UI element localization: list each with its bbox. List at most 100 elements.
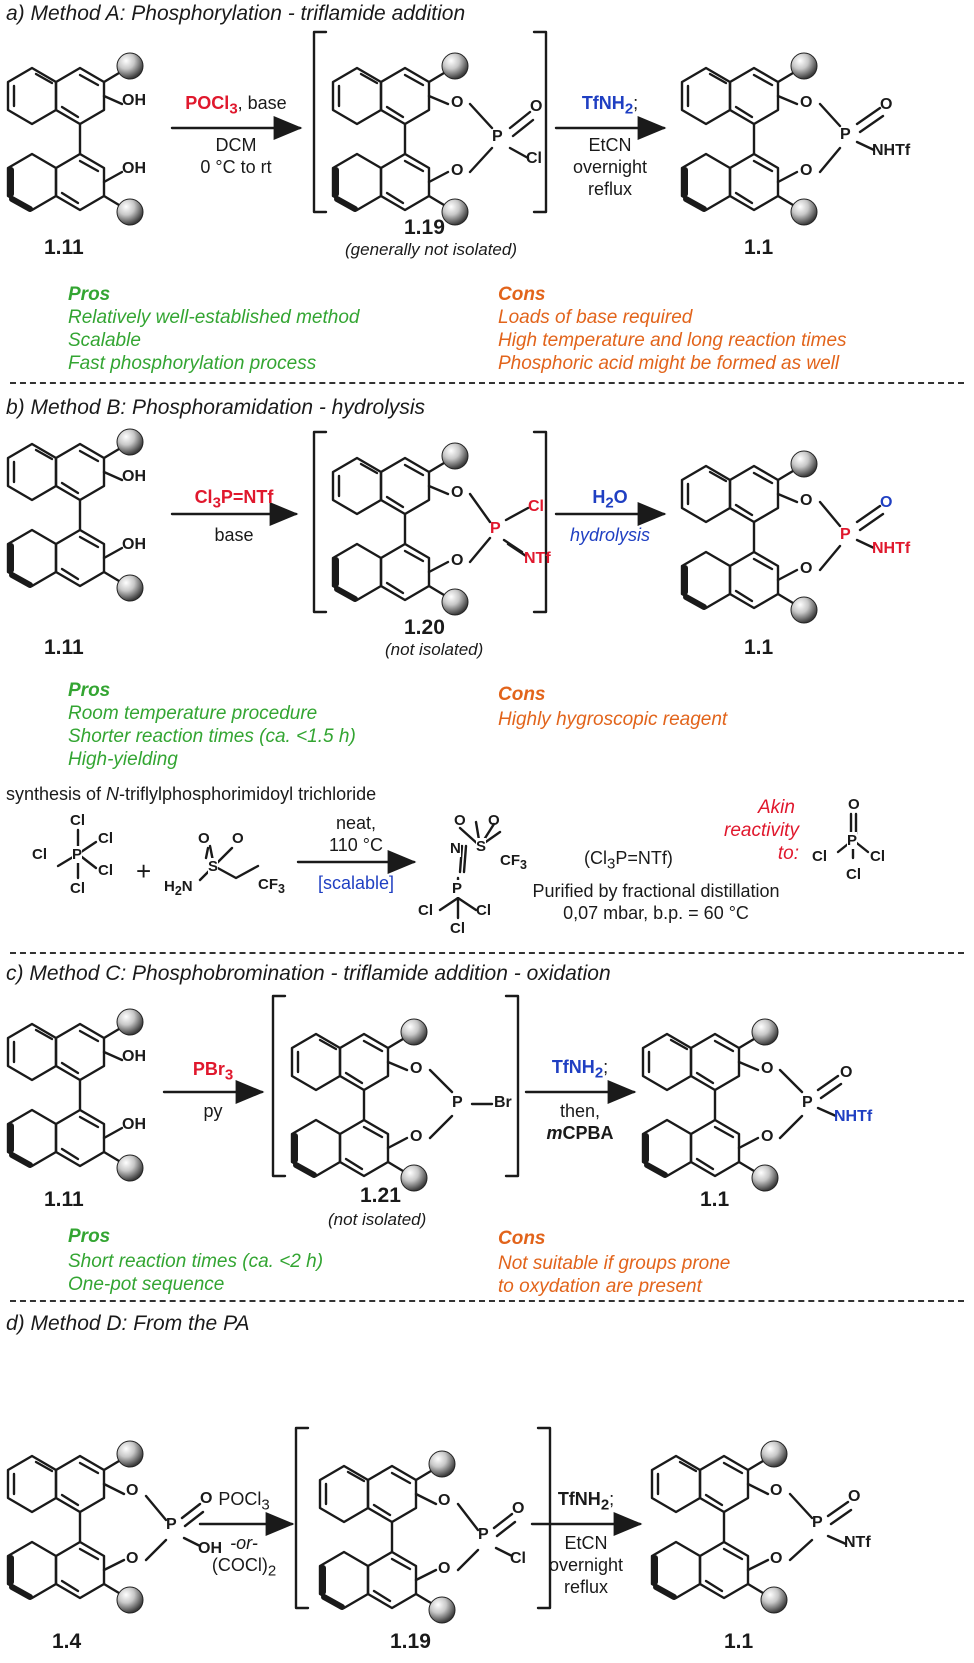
atom-cl: Cl — [870, 848, 885, 865]
compound-1-4: 1.4 — [52, 1630, 82, 1653]
compound-1-11: 1.11 — [44, 636, 84, 659]
atom-oh: OH — [122, 92, 146, 109]
atom-cl: Cl — [528, 498, 544, 515]
atom-cl: Cl — [526, 150, 542, 167]
atom-o: O — [512, 1500, 525, 1517]
pros-title: Pros — [68, 1226, 111, 1247]
compound-1-1: 1.1 — [744, 636, 774, 659]
intermediate-note: (not isolated) — [385, 640, 484, 659]
section-a-title: a) Method A: Phosphorylation - triflamid… — [6, 2, 466, 25]
intermediate-note: (generally not isolated) — [345, 240, 517, 259]
compound-1-11: 1.11 — [44, 236, 84, 259]
compound-1-19: 1.19 — [390, 1630, 431, 1653]
arrow-c2-bottom: then,mCPBA — [546, 1101, 614, 1143]
atom-cl: Cl — [476, 902, 491, 919]
atom-o: O — [800, 94, 813, 111]
arrow-c1-bottom: py — [203, 1101, 223, 1121]
atom-p: P — [802, 1094, 813, 1111]
atom-p: P — [840, 126, 851, 143]
atom-ntf: NTf — [524, 550, 551, 567]
atom-o: O — [451, 94, 464, 111]
atom-s: S — [208, 858, 219, 875]
atom-o: O — [410, 1128, 423, 1145]
atom-o: O — [438, 1492, 451, 1509]
atom-nhtf: NHTf — [834, 1108, 873, 1125]
compound-1-21: 1.21 — [360, 1184, 401, 1207]
arrow-d1-bottom: -or-(COCl)2 — [211, 1533, 277, 1580]
atom-o: O — [488, 812, 500, 829]
atom-oh: OH — [198, 1540, 222, 1557]
atom-o: O — [200, 1490, 213, 1507]
cons-title: Cons — [498, 684, 546, 705]
atom-o: O — [451, 484, 464, 501]
cons-list: Highly hygroscopic reagent — [498, 709, 728, 730]
cons-title: Cons — [498, 1228, 546, 1249]
atom-o: O — [451, 162, 464, 179]
atom-cl: Cl — [98, 830, 113, 847]
atom-cl: Cl — [846, 866, 861, 883]
compound-1-1: 1.1 — [724, 1630, 754, 1653]
atom-o: O — [848, 1488, 861, 1505]
section-d-title: d) Method D: From the PA — [6, 1312, 250, 1335]
pros-list: Short reaction times (ca. <2 h)One-pot s… — [68, 1251, 324, 1295]
atom-h2n: H2N — [164, 878, 193, 898]
atom-p: P — [840, 526, 851, 543]
compound-1-20: 1.20 — [404, 616, 445, 639]
atom-oh: OH — [122, 536, 146, 553]
section-c-title: c) Method C: Phosphobromination - trifla… — [6, 962, 611, 985]
atom-br: Br — [494, 1094, 512, 1111]
atom-p: P — [166, 1516, 177, 1533]
atom-o: O — [800, 560, 813, 577]
atom-p: P — [812, 1514, 823, 1531]
atom-p: P — [478, 1526, 489, 1543]
atom-o: O — [761, 1128, 774, 1145]
atom-nhtf: NHTf — [872, 142, 911, 159]
atom-o: O — [770, 1550, 783, 1567]
atom-nhtf: NTf — [844, 1534, 871, 1551]
atom-tf: Tf — [895, 142, 911, 159]
arrow-d1-top: POCl3 — [218, 1489, 270, 1514]
atom-p: P — [847, 832, 858, 849]
atom-o: O — [410, 1060, 423, 1077]
plus-sign: + — [136, 856, 152, 886]
atom-p: P — [490, 520, 501, 537]
atom-cl: Cl — [510, 1550, 526, 1567]
atom-oh: OH — [122, 160, 146, 177]
compound-1-1: 1.1 — [744, 236, 774, 259]
pros-title: Pros — [68, 680, 111, 701]
atom-oh: OH — [122, 468, 146, 485]
atom-cf3: CF3 — [258, 876, 285, 896]
arrow-d2-top: TfNH2; — [557, 1489, 615, 1514]
atom-oh: OH — [122, 1048, 146, 1065]
atom-o: O — [880, 494, 893, 511]
atom-cl: Cl — [418, 902, 433, 919]
atom-cl: Cl — [812, 848, 827, 865]
atom-o: O — [840, 1064, 853, 1081]
synth-arrow-bottom: [scalable] — [317, 873, 395, 893]
atom-nhtf: NHTf — [872, 540, 911, 557]
compound-1-1: 1.1 — [700, 1188, 730, 1211]
atom-cl: Cl — [70, 812, 85, 829]
compound-1-11: 1.11 — [44, 1188, 84, 1211]
atom-p: P — [452, 1094, 463, 1111]
atom-o: O — [880, 96, 893, 113]
atom-n: N — [450, 840, 461, 857]
atom-cl: Cl — [32, 846, 47, 863]
atom-o: O — [451, 552, 464, 569]
atom-o: O — [761, 1060, 774, 1077]
atom-cf3: CF3 — [500, 852, 527, 872]
arrow-b1-bottom: base — [214, 525, 254, 545]
arrow-c2-top: TfNH2; — [551, 1057, 609, 1082]
atom-p: P — [452, 880, 463, 897]
atom-o: O — [454, 812, 466, 829]
atom-cl: Cl — [70, 880, 85, 897]
